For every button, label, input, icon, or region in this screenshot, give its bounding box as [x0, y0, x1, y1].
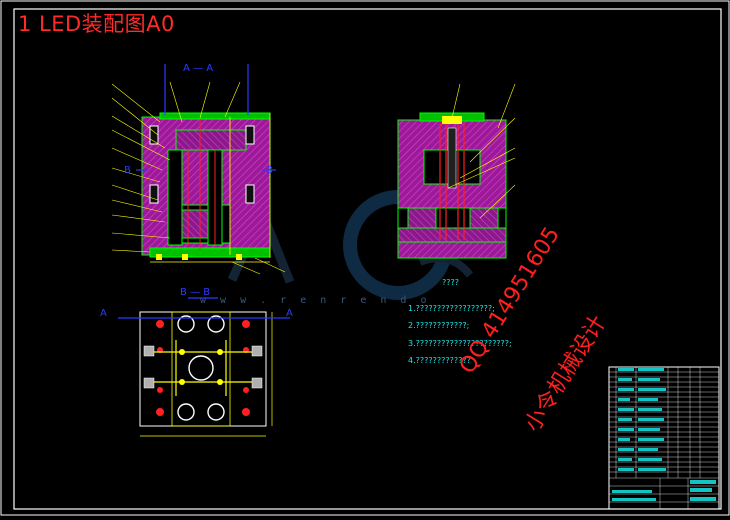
cut-label-b-right: B — [266, 165, 273, 176]
note-item: 4.????????????? — [408, 356, 471, 365]
note-item: 3.??????????????????????; — [408, 339, 512, 348]
section-label-bb: B — B — [180, 287, 211, 298]
front-section-view — [111, 64, 286, 275]
cut-label-a-left: A — [100, 308, 107, 319]
inner-frame — [13, 8, 722, 510]
cut-label-b-left: B — [124, 165, 131, 176]
notes-heading: ???? — [442, 278, 459, 287]
drawing-title: 1 LED装配图A0 — [18, 12, 175, 36]
cut-label-a-right: A — [286, 308, 293, 319]
section-label-aa: A — A — [183, 63, 214, 74]
note-item: 2.????????????; — [408, 321, 470, 330]
title-block — [608, 366, 720, 510]
side-section-view — [397, 83, 516, 259]
watermark-url: w w w . r e n r e n d o — [200, 295, 431, 306]
plan-view — [118, 297, 290, 437]
note-item: 1.??????????????????; — [408, 304, 495, 313]
